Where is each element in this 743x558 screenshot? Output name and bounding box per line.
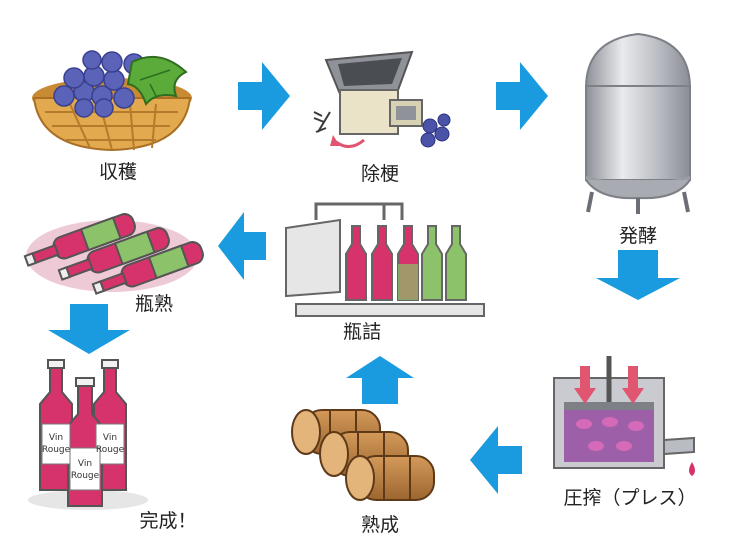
step-label-done: 完成！: [139, 510, 196, 532]
bottle-label-line2: Rouge: [96, 445, 125, 455]
fermentation-tank-icon: [584, 32, 692, 214]
flow-arrow: [596, 250, 680, 300]
flow-arrow: [470, 426, 522, 494]
step-label-bottle-aging: 瓶熟: [135, 293, 173, 315]
step-label-destem: 除梗: [361, 163, 399, 185]
bottle-label-line2: Rouge: [71, 471, 100, 481]
bottle-label-line1: Vin: [49, 433, 63, 443]
step-label-ferment: 発酵: [619, 225, 657, 247]
bottle-label-line1: Vin: [78, 459, 92, 469]
flow-arrow: [218, 212, 266, 280]
oak-barrels-icon: [291, 409, 435, 501]
bottle-label-line1: Vin: [103, 433, 117, 443]
flow-arrow: [346, 356, 414, 404]
bottling-machine-icon: [285, 202, 485, 317]
bottle-label-line2: Rouge: [42, 445, 71, 455]
destemmer-icon: [313, 50, 451, 148]
grape-basket-icon: [32, 50, 192, 152]
finished-wine-bottles-icon: Vin Rouge Vin Rouge Vin Rouge: [28, 359, 148, 510]
step-label-bottle: 瓶詰: [343, 321, 381, 343]
lying-bottles-icon: [23, 213, 204, 295]
flow-arrow: [238, 62, 290, 130]
step-label-harvest: 収穫: [99, 161, 137, 183]
flow-arrow: [496, 62, 548, 130]
wine-press-icon: [553, 356, 695, 476]
flow-arrow: [48, 304, 130, 354]
step-label-press: 圧搾（プレス）: [563, 487, 696, 509]
step-label-mature: 熟成: [361, 514, 399, 536]
